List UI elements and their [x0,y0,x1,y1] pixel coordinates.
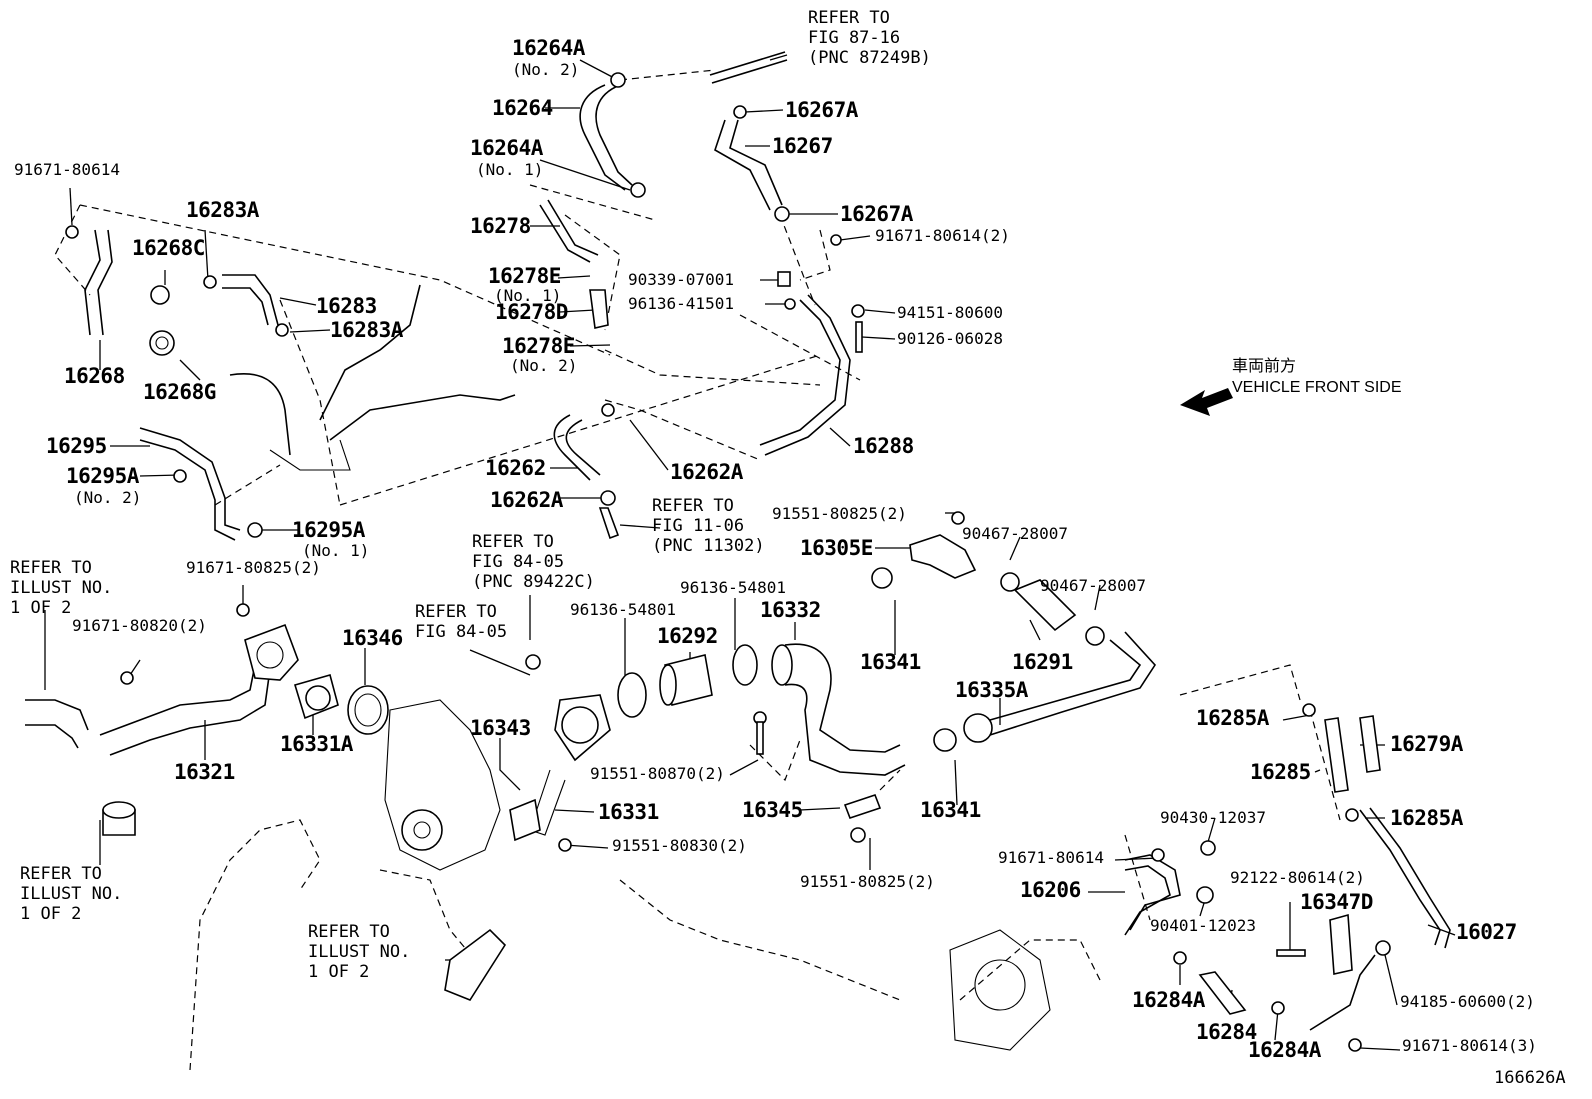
label-91671-80614-2-top: 91671-80614(2) [875,226,1010,245]
label-90126-06028: 90126-06028 [897,329,1003,348]
label-91551-80825-2-bot: 91551-80825(2) [800,872,935,891]
label-16278E-no2: 16278E [502,334,575,358]
label-16295A-no2: 16295A [66,464,139,488]
label-16283A-bot: 16283A [330,318,403,342]
label-96136-41501: 96136-41501 [628,294,734,313]
leader-lines [44,54,1456,1051]
label-16278: 16278 [470,214,531,238]
label-16206: 16206 [1020,878,1081,902]
label-16288: 16288 [853,434,914,458]
figure-id: 166626A [1494,1068,1566,1088]
label-91551-80870-2: 91551-80870(2) [590,764,725,783]
label-16262: 16262 [485,456,546,480]
label-16268: 16268 [64,364,125,388]
label-16264A-no1-note: (No. 1) [476,160,544,179]
label-91671-80825-2: 91671-80825(2) [186,558,321,577]
left-arrow-icon [1180,388,1233,416]
label-91671-80614-3: 91671-80614(3) [1402,1036,1537,1055]
ref-illust-top: REFER TO ILLUST NO. 1 OF 2 [10,558,113,618]
vehicle-front-en: VEHICLE FRONT SIDE [1232,379,1402,396]
label-96136-54801-a: 96136-54801 [680,578,786,597]
label-90467-28007-a: 90467-28007 [962,524,1068,543]
label-91551-80830-2: 91551-80830(2) [612,836,747,855]
label-16285A-b: 16285A [1390,806,1463,830]
label-16284: 16284 [1196,1020,1257,1044]
label-16264: 16264 [492,96,553,120]
label-16262A-1: 16262A [670,460,743,484]
label-16279A: 16279A [1390,732,1463,756]
label-94185-60600-2: 94185-60600(2) [1400,992,1535,1011]
label-16278D: 16278D [495,300,568,324]
label-16347D: 16347D [1300,890,1373,914]
label-16291: 16291 [1012,650,1073,674]
label-90467-28007-b: 90467-28007 [1040,576,1146,595]
label-16264A-no1: 16264A [470,136,543,160]
label-90430-12037: 90430-12037 [1160,808,1266,827]
ref-illust-mid: REFER TO ILLUST NO. 1 OF 2 [20,864,123,924]
label-16335A: 16335A [955,678,1028,702]
label-94151-80600: 94151-80600 [897,303,1003,322]
label-16262A-2: 16262A [490,488,563,512]
label-16268G: 16268G [143,380,216,404]
label-91551-80825-2-top: 91551-80825(2) [772,504,907,523]
label-16295: 16295 [46,434,107,458]
label-16264A-no2-note: (No. 2) [512,60,580,79]
label-90339-07001: 90339-07001 [628,270,734,289]
label-16278E-no1-note: (No. 1) [494,286,562,305]
ref-fig-84-05: REFER TO FIG 84-05 [415,602,508,642]
label-90401-12023: 90401-12023 [1150,916,1256,935]
label-16332: 16332 [760,598,821,622]
label-16343: 16343 [470,716,531,740]
ref-fig-87-16: REFER TO FIG 87-16 (PNC 87249B) [808,8,931,68]
ref-fig-11-06: REFER TO FIG 11-06 (PNC 11302) [652,496,765,556]
label-16267: 16267 [772,134,833,158]
label-91671-80614-right: 91671-80614 [998,848,1104,867]
label-16341-a: 16341 [860,650,921,674]
label-16267A-top: 16267A [785,98,858,122]
label-16331: 16331 [598,800,659,824]
label-16264A-no2: 16264A [512,36,585,60]
label-91671-80614-left: 91671-80614 [14,160,120,179]
label-16295A-no1: 16295A [292,518,365,542]
label-16284A-b: 16284A [1248,1038,1321,1062]
ref-fig-84-05-pnc: REFER TO FIG 84-05 (PNC 89422C) [472,532,595,592]
label-16321: 16321 [174,760,235,784]
label-16292: 16292 [657,624,718,648]
label-96136-54801-b: 96136-54801 [570,600,676,619]
label-16283: 16283 [316,294,377,318]
label-16295A-no2-note: (No. 2) [74,488,142,507]
label-16295A-no1-note: (No. 1) [302,541,370,560]
label-16345: 16345 [742,798,803,822]
label-16285: 16285 [1250,760,1311,784]
label-92122-80614-2: 92122-80614(2) [1230,868,1365,887]
label-16278E-no1: 16278E [488,264,561,288]
label-16268C: 16268C [132,236,205,260]
ref-illust-bot: REFER TO ILLUST NO. 1 OF 2 [308,922,411,982]
fasteners [65,72,1391,1052]
label-91671-80820-2: 91671-80820(2) [72,616,207,635]
label-16305E: 16305E [800,536,873,560]
label-16284A-a: 16284A [1132,988,1205,1012]
label-16331A: 16331A [280,732,353,756]
label-16346: 16346 [342,626,403,650]
label-16027: 16027 [1456,920,1517,944]
label-16285A-a: 16285A [1196,706,1269,730]
hose-shapes [25,51,1451,1071]
vehicle-front-jp: 車両前方 [1232,356,1297,375]
label-16341-b: 16341 [920,798,981,822]
label-16283A-top: 16283A [186,198,259,222]
label-16278E-no2-note: (No. 2) [510,356,578,375]
label-16267A-bot: 16267A [840,202,913,226]
